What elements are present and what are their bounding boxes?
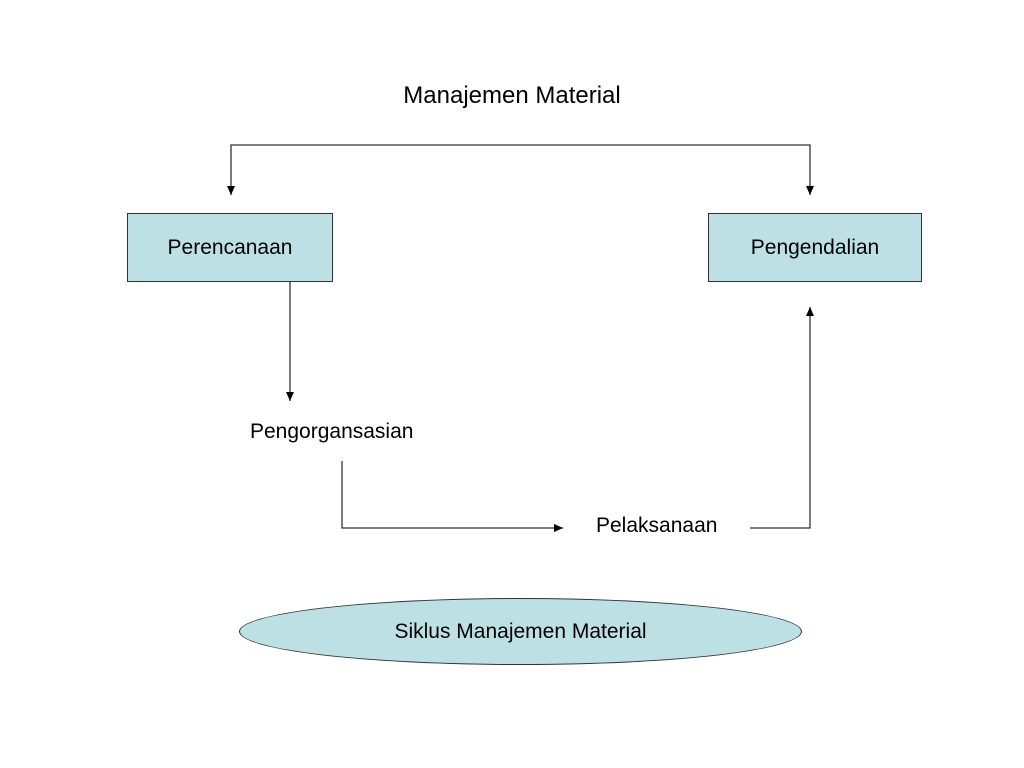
node-pengorganisasian-label: Pengorgansasian	[250, 420, 414, 443]
diagram-title: Manajemen Material	[403, 82, 621, 109]
node-pelaksanaan-label: Pelaksanaan	[596, 514, 718, 537]
connector-pelaksanaan-to-pengendalian	[750, 307, 814, 529]
connector-top-bracket-right	[520, 144, 814, 195]
connector-pengorganisasian-to-pelaksanaan	[341, 461, 563, 532]
cycle-caption-label: Siklus Manajemen Material	[394, 619, 647, 643]
connector-top-bracket-left	[227, 144, 520, 195]
node-perencanaan-label: Perencanaan	[167, 235, 293, 259]
node-pengendalian: Pengendalian	[708, 213, 922, 282]
node-perencanaan: Perencanaan	[127, 213, 333, 282]
node-pengendalian-label: Pengendalian	[750, 235, 880, 259]
cycle-caption-ellipse: Siklus Manajemen Material	[239, 598, 802, 665]
